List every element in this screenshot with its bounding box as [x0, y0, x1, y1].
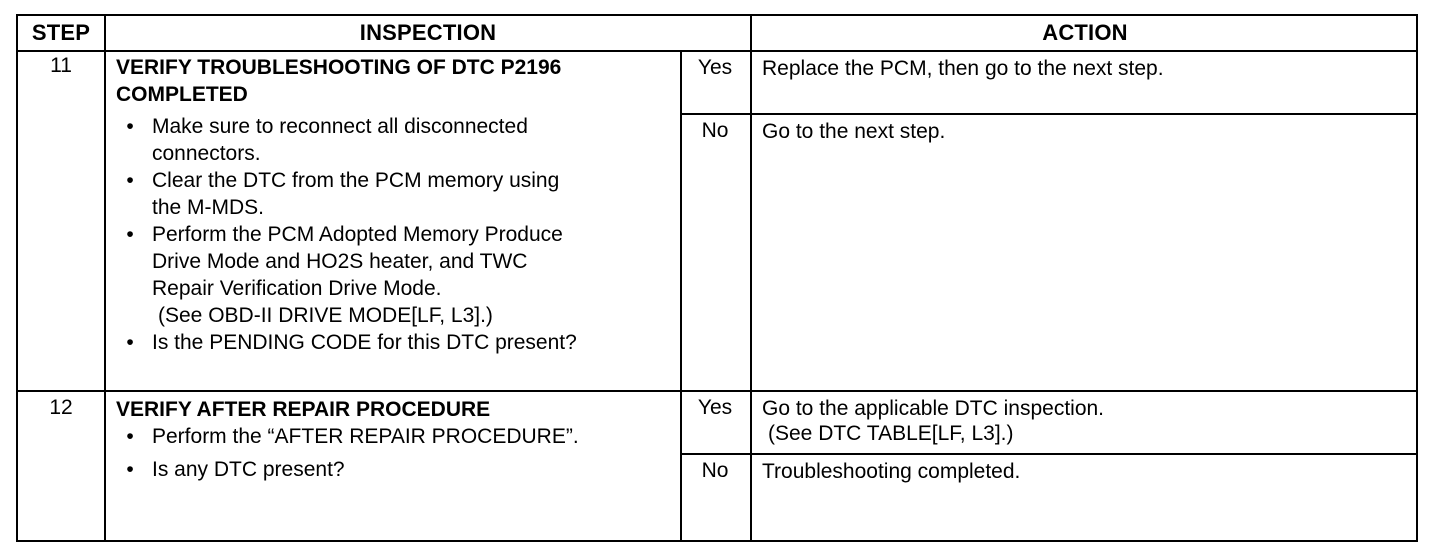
no-label: No: [701, 459, 729, 482]
no-label: No: [701, 119, 729, 142]
no-action: Troubleshooting completed.: [762, 460, 1021, 483]
header-step: STEP: [31, 20, 91, 45]
inspection-title: VERIFY AFTER REPAIR PROCEDURE: [116, 398, 491, 421]
list-item: • Is the PENDING CODE for this DTC prese…: [116, 329, 676, 356]
inspection-title: VERIFY TROUBLESHOOTING OF DTC P2196 COMP…: [116, 56, 562, 106]
no-action: Go to the next step.: [762, 120, 946, 143]
list-item: • Is any DTC present?: [116, 456, 676, 483]
inspection-cell: VERIFY AFTER REPAIR PROCEDURE • Perform …: [116, 396, 676, 483]
yes-label: Yes: [697, 396, 733, 419]
list-item: • Perform the “AFTER REPAIR PROCEDURE”.: [116, 423, 676, 450]
row-divider: [18, 390, 1416, 392]
yes-action: Replace the PCM, then go to the next ste…: [762, 57, 1164, 80]
diagnostic-table: STEP INSPECTION ACTION 11 VERIFY TROUBLE…: [16, 14, 1418, 542]
header-inspection: INSPECTION: [359, 20, 497, 45]
bullet-icon: •: [126, 115, 134, 138]
list-item: • Clear the DTC from the PCM memory usin…: [116, 167, 676, 221]
column-divider-yesno: [680, 50, 682, 540]
inspection-cell: VERIFY TROUBLESHOOTING OF DTC P2196 COMP…: [116, 54, 676, 356]
bullet-icon: •: [126, 425, 134, 448]
column-divider-step: [104, 16, 106, 540]
bullet-icon: •: [126, 331, 134, 354]
row11-yes-no-rule: [680, 113, 1416, 115]
inspection-bullets: • Make sure to reconnect all disconnecte…: [116, 113, 676, 356]
column-divider-inspection: [750, 16, 752, 540]
bullet-icon: •: [126, 169, 134, 192]
reference-note: (See DTC TABLE[LF, L3].): [768, 422, 1014, 445]
bullet-icon: •: [126, 223, 134, 246]
row12-yes-no-rule: [680, 453, 1416, 455]
list-item: • Perform the PCM Adopted Memory Produce…: [116, 221, 676, 302]
inspection-bullets: • Perform the “AFTER REPAIR PROCEDURE”. …: [116, 423, 676, 483]
yes-label: Yes: [697, 56, 733, 79]
list-item: • Make sure to reconnect all disconnecte…: [116, 113, 676, 167]
header-action: ACTION: [1042, 20, 1128, 45]
step-number: 11: [50, 54, 72, 77]
yes-action: Go to the applicable DTC inspection. (Se…: [762, 396, 1402, 446]
reference-note: (See OBD-II DRIVE MODE[LF, L3].): [158, 304, 493, 327]
header-rule: [18, 50, 1416, 52]
step-number: 12: [49, 396, 73, 419]
bullet-icon: •: [126, 458, 134, 481]
